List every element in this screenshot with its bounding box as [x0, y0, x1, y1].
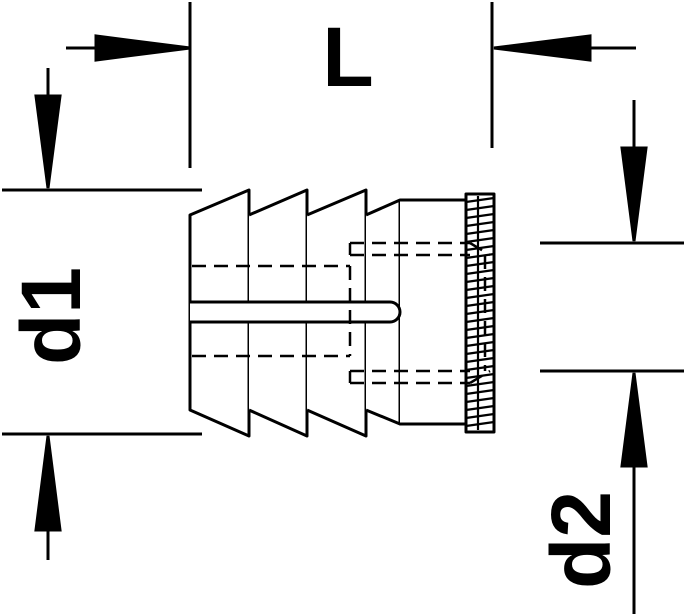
inner-diameter-label: d2 — [534, 491, 628, 589]
outer-diameter-label: d1 — [4, 267, 98, 365]
arrow-left-icon — [493, 34, 592, 62]
arrow-down-icon — [34, 94, 62, 189]
length-label: L — [322, 10, 373, 104]
extension-lines — [2, 2, 684, 436]
insert-body — [400, 198, 468, 426]
knurl-pattern — [465, 196, 495, 430]
arrow-down-icon — [620, 146, 648, 242]
arrow-right-icon — [94, 34, 191, 62]
dimension-arrows — [34, 34, 648, 614]
hidden-lines — [192, 241, 491, 385]
arrow-up-icon — [34, 435, 62, 532]
arrow-up-icon — [620, 372, 648, 468]
slot — [190, 300, 402, 324]
